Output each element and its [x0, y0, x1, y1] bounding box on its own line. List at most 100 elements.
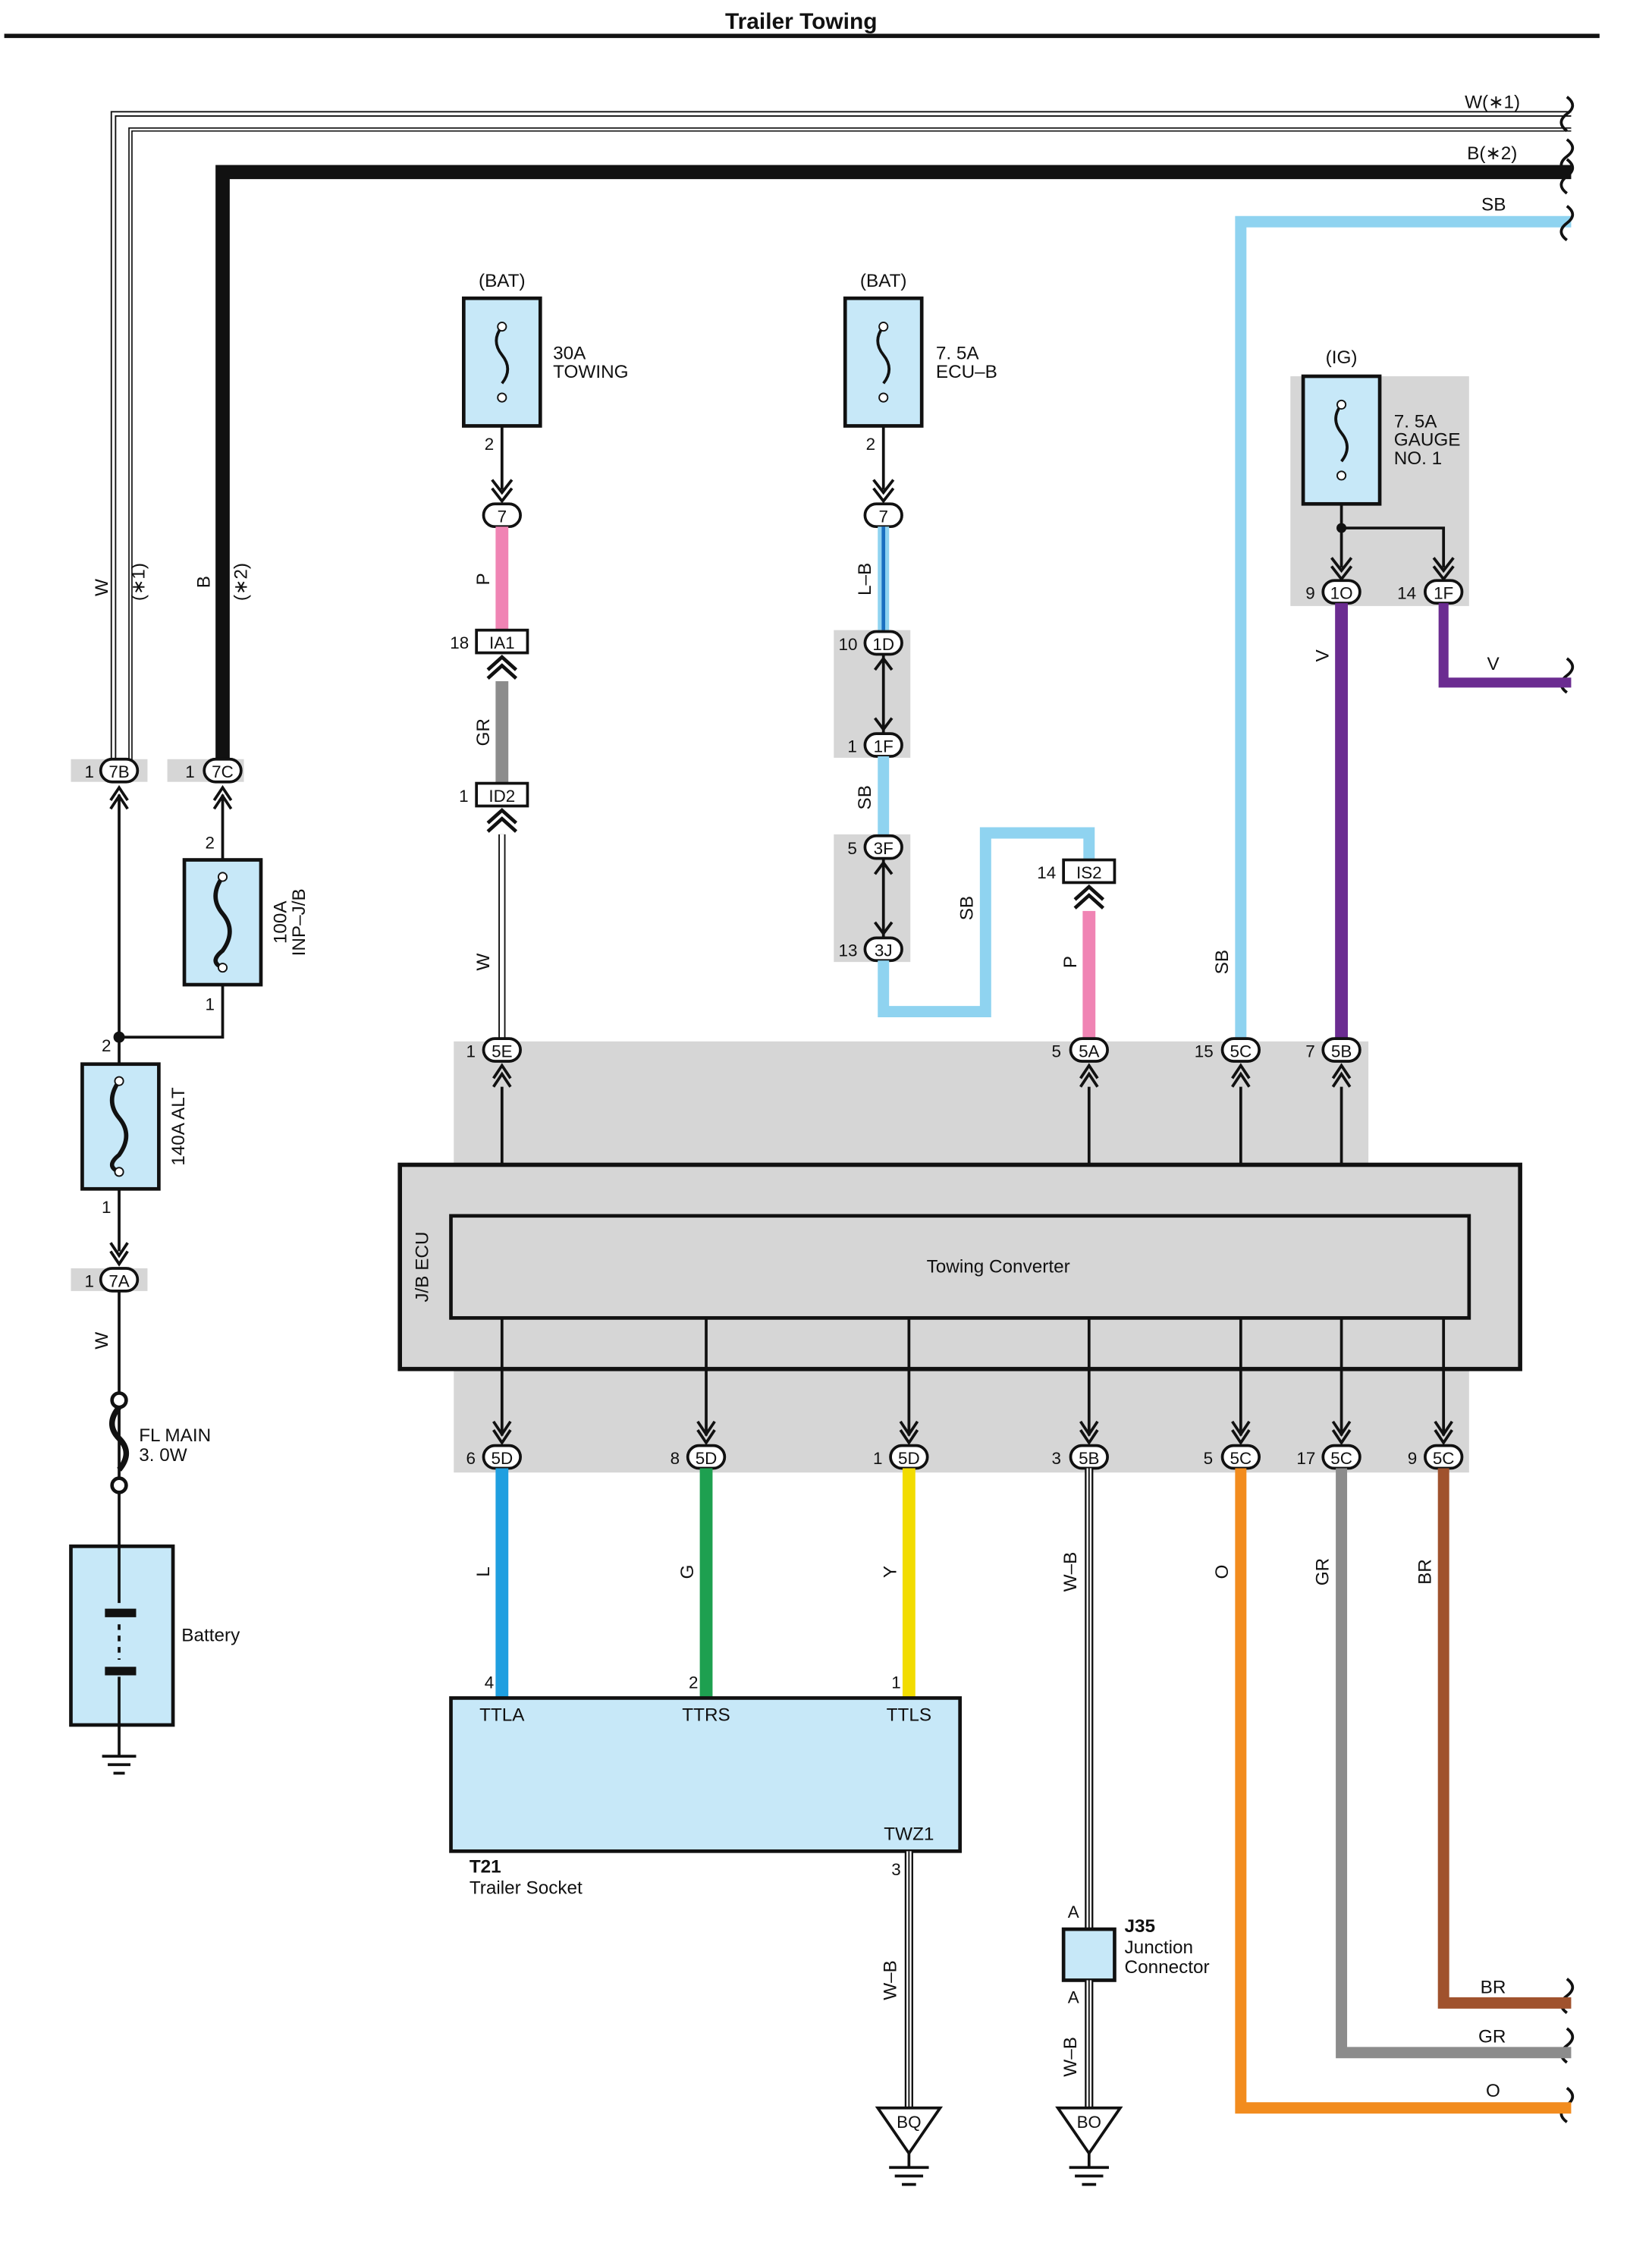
- label-br-end: BR: [1481, 1977, 1506, 1997]
- connector-1d: 1D 10: [839, 630, 903, 656]
- j35-pin-a-top: A: [1068, 1903, 1079, 1921]
- svg-text:6: 6: [466, 1449, 475, 1468]
- arrow-ia1: [486, 655, 518, 680]
- svg-text:8: 8: [671, 1449, 680, 1468]
- wire-sb-loop: [878, 827, 1095, 1018]
- wire-b-thin-top: [128, 127, 1572, 772]
- label-sb2: SB: [855, 785, 875, 809]
- svg-text:5C: 5C: [1230, 1042, 1252, 1061]
- svg-text:5E: 5E: [492, 1042, 512, 1061]
- socket-pin-4-num: 4: [485, 1673, 494, 1692]
- fuse-gauge-rating: 7. 5A: [1394, 411, 1438, 432]
- towing-converter-box: [449, 1214, 1471, 1320]
- label-b-left-note: (∗2): [231, 563, 251, 601]
- arrows-top-ecu: [492, 1063, 1352, 1088]
- arrows-3f-3j: [874, 860, 894, 936]
- socket-twz1-pin: 3: [891, 1860, 900, 1879]
- connector-top-5c: 5C 15: [1195, 1037, 1261, 1063]
- junction-node-left: [113, 1031, 125, 1043]
- fuse-ecub-source: (BAT): [860, 271, 907, 291]
- svg-text:7C: 7C: [212, 762, 234, 781]
- socket-pin-ttls: TTLS: [887, 1705, 931, 1725]
- svg-text:9: 9: [1305, 584, 1314, 603]
- label-gr2: GR: [1313, 1558, 1333, 1585]
- svg-text:ID2: ID2: [488, 787, 515, 806]
- arrow-7a: [109, 1242, 129, 1267]
- ground-bo: [1055, 2106, 1123, 2186]
- fl-main-name: FL MAIN: [139, 1425, 211, 1446]
- label-w2: W: [473, 954, 494, 971]
- svg-text:3: 3: [1052, 1449, 1061, 1468]
- label-w-top: W(∗1): [1465, 93, 1520, 113]
- diagram-title: Trailer Towing: [725, 9, 878, 34]
- connector-top-5a: 5A 5: [1052, 1037, 1109, 1063]
- fuse-inpjb-name: INP–J/B: [289, 888, 309, 956]
- svg-text:1: 1: [873, 1449, 882, 1468]
- ground-bq-label: BQ: [897, 2113, 921, 2132]
- label-w-left-note: (∗1): [129, 563, 149, 601]
- svg-text:1: 1: [85, 1271, 94, 1290]
- svg-text:5D: 5D: [696, 1449, 718, 1468]
- svg-text:18: 18: [450, 633, 469, 652]
- fuse-towing-pin: 2: [485, 435, 494, 454]
- svg-text:17: 17: [1296, 1449, 1315, 1468]
- svg-text:1: 1: [85, 762, 94, 781]
- ecu-bottom-connector-band: [454, 1370, 1469, 1473]
- svg-text:1: 1: [459, 787, 468, 806]
- label-sb-top: SB: [1481, 194, 1506, 215]
- j35-line2: Connector: [1125, 1957, 1210, 1978]
- fuse-inpjb: [182, 858, 263, 987]
- svg-text:7: 7: [1305, 1042, 1314, 1061]
- label-p2: P: [1060, 956, 1081, 968]
- label-sb3: SB: [956, 896, 977, 920]
- label-wb1: W–B: [1060, 1552, 1081, 1592]
- j35-code: J35: [1125, 1916, 1156, 1937]
- label-w-left: W: [92, 579, 112, 596]
- svg-text:5A: 5A: [1079, 1042, 1099, 1061]
- svg-text:5C: 5C: [1230, 1449, 1252, 1468]
- fuse-inpjb-rating: 100A: [271, 900, 291, 944]
- socket-name: Trailer Socket: [470, 1878, 583, 1898]
- svg-text:7: 7: [878, 507, 887, 526]
- fuse-towing-rating: 30A: [553, 344, 586, 364]
- fuse-towing-name: TOWING: [553, 362, 628, 382]
- svg-text:5D: 5D: [898, 1449, 920, 1468]
- svg-text:7B: 7B: [108, 762, 129, 781]
- svg-text:1: 1: [847, 737, 856, 756]
- arrows-bottom-ecu: [492, 1420, 1453, 1446]
- fuse-towing-source: (BAT): [479, 271, 526, 291]
- fuse-gauge-name2: NO. 1: [1394, 448, 1442, 469]
- label-y: Y: [881, 1566, 901, 1578]
- fuse-gauge-name: GAUGE: [1394, 430, 1461, 451]
- label-br1: BR: [1415, 1559, 1435, 1585]
- socket-pin-twz1: TWZ1: [884, 1824, 934, 1844]
- svg-text:5: 5: [1052, 1042, 1061, 1061]
- fuse-gauge-source: (IG): [1326, 347, 1358, 368]
- connector-bot-5d-6: 5D 6: [466, 1444, 522, 1470]
- label-g: G: [677, 1565, 698, 1579]
- wires-out-of-ecu: [500, 1318, 1446, 1436]
- fuse-140a-alt: [80, 1062, 161, 1191]
- fuse-ecub-rating: 7. 5A: [936, 344, 980, 364]
- svg-text:1: 1: [466, 1042, 475, 1061]
- label-sb4: SB: [1212, 950, 1233, 974]
- wire-sb-top: [1235, 215, 1572, 1040]
- svg-text:IS2: IS2: [1076, 863, 1102, 882]
- label-gr1: GR: [473, 718, 494, 746]
- fuse-ecub: [843, 296, 924, 428]
- j35-line1: Junction: [1125, 1937, 1194, 1958]
- svg-text:5: 5: [1204, 1449, 1213, 1468]
- connector-7c: 7C 1: [185, 757, 243, 784]
- label-o-end: O: [1486, 2081, 1500, 2101]
- svg-text:5B: 5B: [1079, 1449, 1099, 1468]
- svg-text:5: 5: [847, 839, 856, 858]
- trailer-socket-box: [449, 1696, 963, 1853]
- wire-b-thick-top: [215, 165, 1572, 759]
- label-v2: V: [1487, 654, 1500, 674]
- connector-1o: 1O 9: [1305, 579, 1361, 605]
- socket-pin-2-num: 2: [689, 1673, 698, 1692]
- svg-text:1O: 1O: [1330, 584, 1353, 603]
- connector-3f: 3F 5: [847, 834, 903, 860]
- label-v1: V: [1313, 649, 1333, 661]
